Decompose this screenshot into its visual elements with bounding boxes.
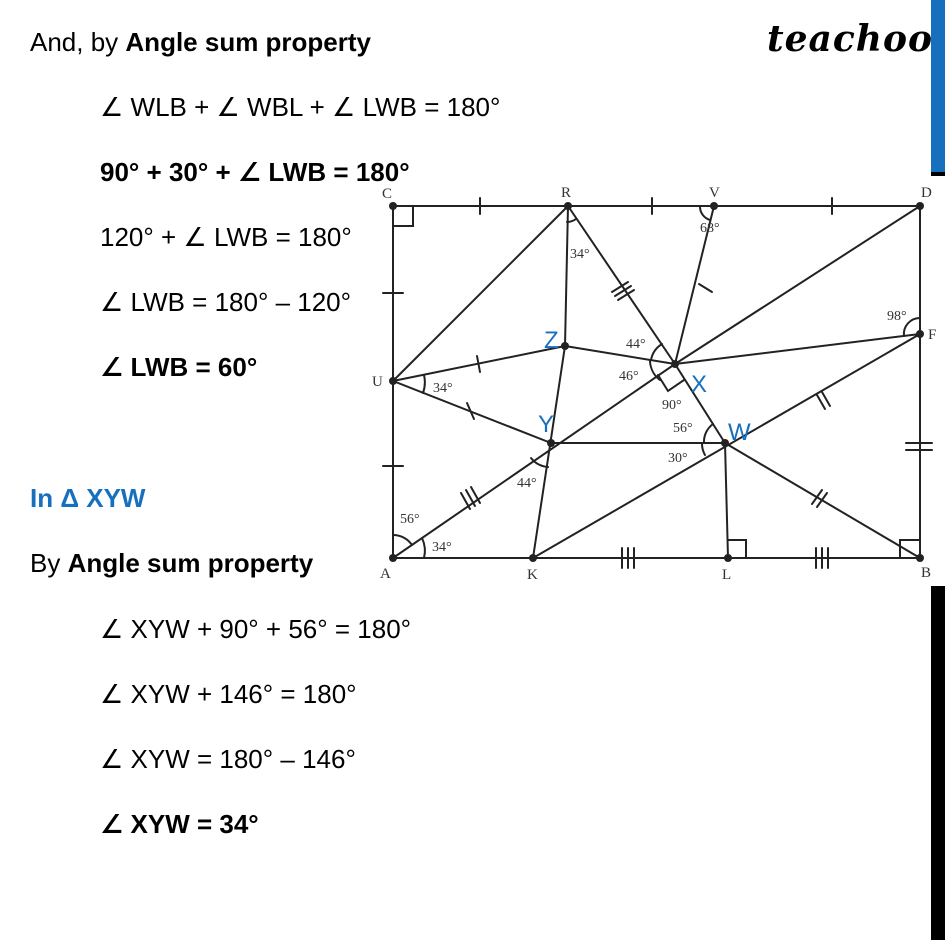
triple-tick-ay: [460, 486, 481, 510]
angle-arc-a-56: [392, 533, 413, 546]
equation-step: ∠ XYW + 90° + 56° = 180°: [100, 614, 412, 644]
point-l: [724, 554, 732, 562]
double-tick-wb: [811, 489, 828, 508]
intro-prefix: And, by: [30, 27, 126, 57]
segment-wl: [724, 442, 729, 559]
equation-result: ∠ LWB = 60°: [100, 352, 258, 382]
angle-arc-w-30: [701, 442, 706, 456]
label-f: F: [928, 327, 936, 343]
equation-step: 120° + ∠ LWB = 180°: [100, 222, 352, 252]
section-heading: In Δ XYW: [30, 483, 146, 513]
point-f: [916, 330, 924, 338]
segment-rz: [564, 205, 569, 347]
label-x-highlight: X: [691, 371, 707, 398]
point-d: [916, 202, 924, 210]
angle-label-x-46: 46°: [619, 369, 639, 384]
right-angle-mark-b: [899, 539, 921, 559]
angle-label-w-30: 30°: [668, 451, 688, 466]
angle-label-u: 34°: [433, 381, 453, 396]
equation-step: ∠ XYW = 180° – 146°: [100, 744, 356, 774]
side-accent-bar-edge: [931, 172, 945, 176]
segment-zk: [532, 345, 566, 559]
intro-line-2: By Angle sum property: [30, 548, 313, 578]
intro-line-1: And, by Angle sum property: [30, 27, 371, 57]
angle-label-y: 44°: [517, 476, 537, 491]
intro-bold: Angle sum property: [67, 548, 314, 578]
angle-arc-x-46: [649, 360, 661, 381]
angle-label-a-56: 56°: [400, 512, 420, 527]
angle-arc-y: [530, 457, 549, 468]
angle-arc-f: [902, 316, 921, 337]
point-a: [389, 554, 397, 562]
angle-label-r: 34°: [570, 247, 590, 262]
side-accent-bar-black: [931, 586, 945, 940]
equation-step: ∠ LWB = 180° – 120°: [100, 287, 352, 317]
tick-mark: [476, 355, 481, 373]
point-b: [916, 554, 924, 562]
segment-fx: [674, 333, 921, 365]
right-angle-mark-l: [727, 539, 747, 559]
angle-label-x-90: 90°: [662, 398, 682, 413]
equation-step: ∠ XYW + 146° = 180°: [100, 679, 357, 709]
label-d: D: [921, 185, 932, 201]
label-u: U: [372, 374, 383, 390]
equation-result: ∠ XYW = 34°: [100, 809, 259, 839]
point-x: [671, 360, 679, 368]
point-c: [389, 202, 397, 210]
double-tick-fb: [905, 442, 933, 451]
triple-tick-kl: [621, 547, 635, 569]
angle-label-v: 68°: [700, 221, 720, 236]
equation-step: ∠ WLB + ∠ WBL + ∠ LWB = 180°: [100, 92, 501, 122]
angle-label-f: 98°: [887, 309, 907, 324]
label-l: L: [722, 567, 731, 583]
angle-label-a-34: 34°: [432, 540, 452, 555]
label-v: V: [709, 185, 720, 201]
point-v: [710, 202, 718, 210]
point-w: [721, 439, 729, 447]
segment-zx: [564, 345, 676, 365]
intro-prefix: By: [30, 548, 68, 578]
label-b: B: [921, 565, 931, 581]
tick-mark: [466, 402, 475, 420]
label-k: K: [527, 567, 538, 583]
teachoo-logo: teachoo: [767, 18, 933, 60]
label-w-highlight: W: [728, 419, 751, 446]
label-z-highlight: Z: [544, 327, 559, 354]
point-z: [561, 342, 569, 350]
angle-arc-r: [566, 218, 577, 223]
angle-label-w-56: 56°: [673, 421, 693, 436]
segment-dx: [674, 205, 921, 365]
point-r: [564, 202, 572, 210]
label-y-highlight: Y: [538, 411, 554, 438]
tick-mark: [698, 283, 713, 293]
label-a: A: [380, 566, 391, 582]
triple-tick-lb: [815, 547, 829, 569]
point-y: [547, 439, 555, 447]
double-tick-wf: [816, 391, 831, 410]
point-k: [529, 554, 537, 562]
right-angle-mark-c: [392, 205, 414, 227]
segment-vx: [674, 205, 715, 365]
angle-arc-u: [422, 374, 426, 394]
angle-arc-a-34: [421, 537, 426, 559]
label-c: C: [382, 186, 392, 202]
angle-arc-x-44: [650, 343, 663, 361]
segment-xw: [674, 363, 726, 444]
point-u: [389, 377, 397, 385]
triple-tick-rx: [611, 281, 635, 301]
intro-bold: Angle sum property: [125, 27, 371, 57]
equation-step: 90° + 30° + ∠ LWB = 180°: [100, 157, 410, 187]
right-angle-mark-x: [657, 374, 685, 393]
segment-ur: [392, 205, 569, 382]
angle-arc-v: [699, 205, 711, 221]
label-r: R: [561, 185, 571, 201]
side-accent-bar-blue: [931, 0, 945, 172]
angle-arc-w-56: [702, 423, 714, 444]
angle-label-x-44: 44°: [626, 337, 646, 352]
